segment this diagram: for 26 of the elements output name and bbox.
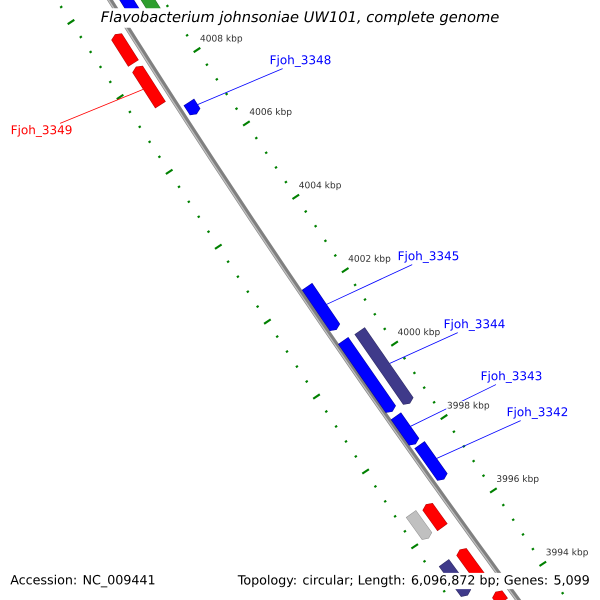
tick-label: 4002 kbp bbox=[347, 254, 392, 264]
gene-label: Fjoh_3348 bbox=[270, 55, 330, 67]
gene-block bbox=[338, 337, 396, 413]
leader-line bbox=[197, 68, 284, 105]
gene-label: Fjoh_3344 bbox=[444, 319, 505, 331]
gene-label: Fjoh_3349 bbox=[12, 125, 72, 137]
tick-label: 4006 kbp bbox=[248, 107, 293, 118]
leader-line bbox=[436, 420, 522, 459]
gene-label: Fjoh_3345 bbox=[398, 251, 458, 263]
gene-block bbox=[132, 66, 166, 108]
leader-line bbox=[60, 89, 144, 124]
tick-label: 3996 kbp bbox=[496, 474, 540, 484]
tick-label: 4004 kbp bbox=[298, 180, 342, 191]
tick-label: 3994 kbp bbox=[545, 548, 590, 558]
tick-label: 3998 kbp bbox=[446, 400, 490, 412]
gene-block bbox=[414, 441, 448, 481]
leader-line bbox=[326, 264, 413, 305]
footer-text: Accession: NC_009441 bbox=[8, 572, 158, 590]
leader-line bbox=[389, 332, 458, 364]
gene-label: Fjoh_3343 bbox=[482, 371, 542, 383]
gene-block bbox=[184, 98, 200, 116]
tick-label: 4000 kbp bbox=[396, 328, 441, 338]
footer-text: Topology: circular; Length: 6,096,872 bp; Genes: 5,099 bbox=[236, 572, 592, 590]
title: Flavobacterium johnsoniae UW101, complete genome bbox=[98, 8, 502, 28]
tick-label: 4008 kbp bbox=[199, 34, 244, 44]
gene-label: Fjoh_3342 bbox=[508, 407, 568, 419]
